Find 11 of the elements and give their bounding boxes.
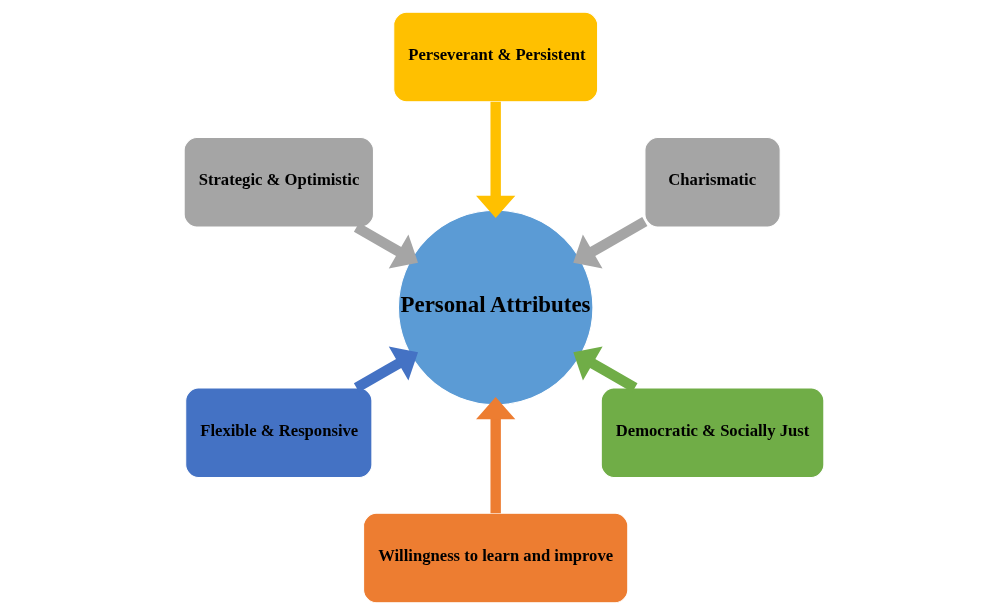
arrow xyxy=(476,396,516,514)
node-circle: Personal Attributes xyxy=(397,209,594,406)
node-box: Democratic & Socially Just xyxy=(600,387,825,478)
arrow xyxy=(476,101,516,219)
arrow xyxy=(573,216,648,269)
node-box: Charismatic xyxy=(644,137,781,228)
node-box: Willingness to learn and improve xyxy=(363,512,629,604)
arrow xyxy=(353,346,419,393)
node-box: Strategic & Optimistic xyxy=(183,137,374,228)
node-box: Flexible & Responsive xyxy=(185,387,373,478)
node-box: Perseverant & Persistent xyxy=(393,11,599,103)
